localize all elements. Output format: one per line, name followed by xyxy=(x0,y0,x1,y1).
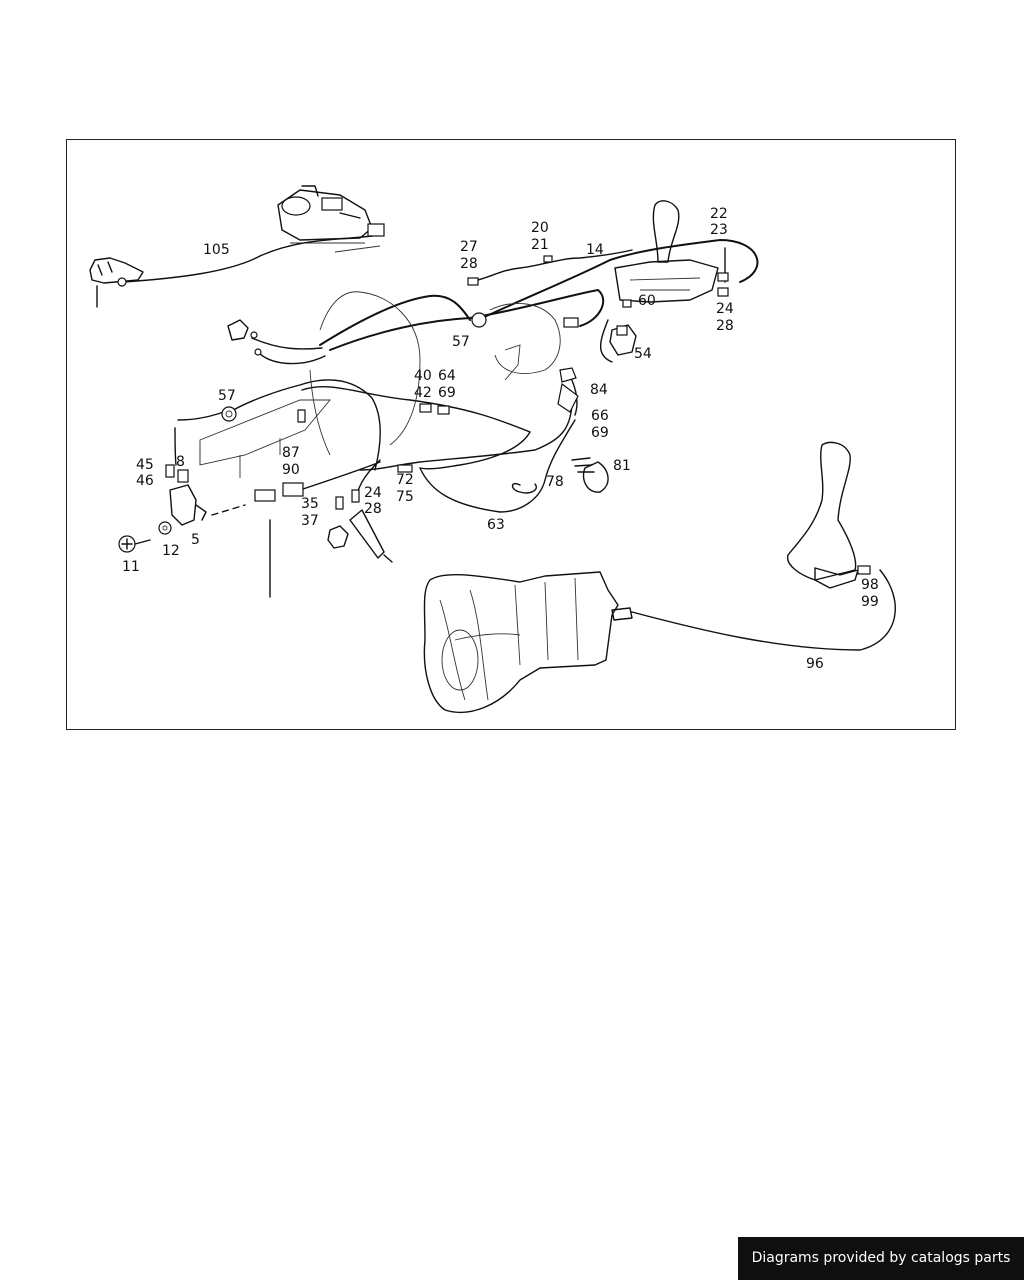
part-label: 60 xyxy=(638,293,656,309)
shift-boot-drawing xyxy=(786,441,871,589)
part-label: 96 xyxy=(806,656,824,672)
part-labels: 105 27 28 20 21 14 22 23 24 28 60 57 54 … xyxy=(122,206,879,672)
part-label: 24 xyxy=(716,301,734,317)
part-label: 75 xyxy=(396,489,414,505)
part-label: 8 xyxy=(176,454,185,470)
part-label: 105 xyxy=(203,242,230,258)
part-label: 90 xyxy=(282,462,300,478)
part-label: 99 xyxy=(861,594,879,610)
part-label: 28 xyxy=(364,501,382,517)
part-label: 69 xyxy=(438,385,456,401)
main-harness xyxy=(174,239,759,513)
part-label: 11 xyxy=(122,559,140,575)
part-label: 72 xyxy=(396,472,414,488)
shift-console-drawing xyxy=(609,200,729,356)
part-label: 40 xyxy=(414,368,432,384)
gearbox-drawing xyxy=(423,569,896,714)
sensor-left-drawing xyxy=(89,257,144,308)
transmission-tunnel-drawing xyxy=(199,291,561,478)
part-label: 69 xyxy=(591,425,609,441)
part-label: 46 xyxy=(136,473,154,489)
control-unit-drawing xyxy=(277,185,385,253)
part-label: 28 xyxy=(716,318,734,334)
part-label: 35 xyxy=(301,496,319,512)
part-label: 78 xyxy=(546,474,564,490)
part-label: 12 xyxy=(162,543,180,559)
part-label: 54 xyxy=(634,346,652,362)
part-label: 45 xyxy=(136,457,154,473)
part-label: 63 xyxy=(487,517,505,533)
part-label: 21 xyxy=(531,237,549,253)
part-label: 27 xyxy=(460,239,478,255)
part-label: 23 xyxy=(710,222,728,238)
part-label: 57 xyxy=(452,334,470,350)
small-parts xyxy=(118,255,609,598)
part-label: 24 xyxy=(364,485,382,501)
part-label: 84 xyxy=(590,382,608,398)
part-label: 64 xyxy=(438,368,456,384)
part-label: 14 xyxy=(586,242,604,258)
part-label: 98 xyxy=(861,577,879,593)
part-label: 20 xyxy=(531,220,549,236)
diagram-frame xyxy=(66,139,956,730)
part-label: 66 xyxy=(591,408,609,424)
part-label: 87 xyxy=(282,445,300,461)
credit-banner: Diagrams provided by catalogs parts xyxy=(738,1237,1024,1280)
part-label: 5 xyxy=(191,532,200,548)
part-label: 57 xyxy=(218,388,236,404)
part-label: 81 xyxy=(613,458,631,474)
part-label: 42 xyxy=(414,385,432,401)
cable-105 xyxy=(123,235,373,283)
part-label: 28 xyxy=(460,256,478,272)
part-label: 37 xyxy=(301,513,319,529)
part-label: 22 xyxy=(710,206,728,222)
